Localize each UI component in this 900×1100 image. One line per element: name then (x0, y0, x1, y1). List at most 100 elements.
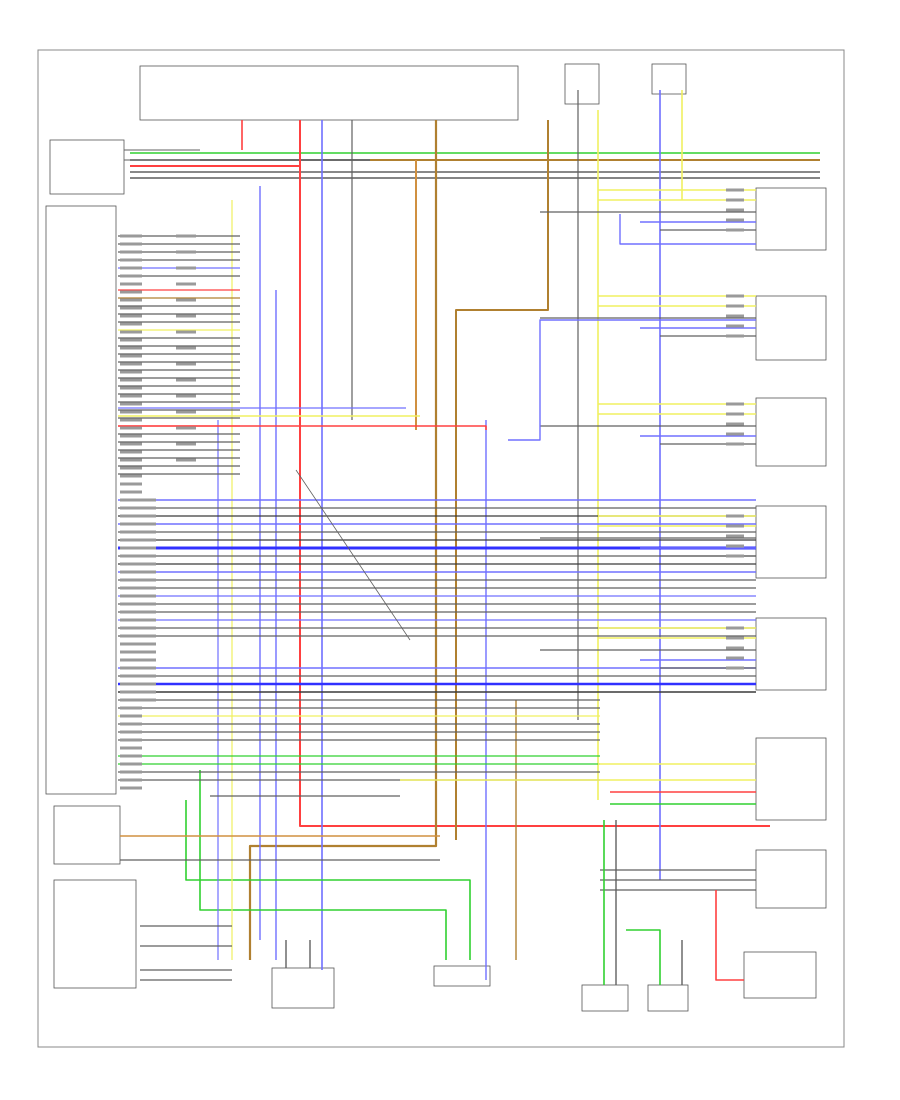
sensor-pin-label (726, 656, 744, 660)
sensor-box-5 (755, 617, 827, 691)
ground-connector-box (49, 139, 125, 195)
module-pin-label (120, 490, 142, 494)
module-pin-label (120, 770, 142, 774)
sensor-pin-label (726, 188, 744, 192)
module-pin-label (120, 258, 142, 262)
wire-color-label (176, 330, 196, 334)
diagonal-lead (295, 469, 411, 641)
module-pin-label (120, 562, 142, 566)
module-pin-label (120, 338, 142, 342)
wire-color-label (138, 546, 156, 550)
wire-color-label (138, 682, 156, 686)
module-pin-label (120, 714, 142, 718)
module-pin-label (120, 730, 142, 734)
module-pin-label (120, 482, 142, 486)
sensor-pin-label (726, 626, 744, 630)
module-pin-label (120, 450, 142, 454)
module-pin-label (120, 234, 142, 238)
wire-color-label (138, 618, 156, 622)
wire-color-label (138, 642, 156, 646)
sensor-pin-label (726, 218, 744, 222)
sensor-pin-label (726, 304, 744, 308)
wire-color-label (138, 650, 156, 654)
module-pin-label (120, 346, 142, 350)
diagram-border (37, 49, 845, 1048)
module-pin-label (120, 754, 142, 758)
module-pin-label (120, 778, 142, 782)
module-pin-label (120, 266, 142, 270)
wire-color-label (176, 458, 196, 462)
module-pin-label (120, 466, 142, 470)
wire-color-label (138, 514, 156, 518)
wire-color-label (138, 586, 156, 590)
wire-color-label (176, 442, 196, 446)
wire-color-label (138, 690, 156, 694)
module-pin-label (120, 578, 142, 582)
module-pin-label (120, 706, 142, 710)
wire-color-label (138, 554, 156, 558)
module-pin-label (120, 650, 142, 654)
module-pin-label (120, 642, 142, 646)
wire-color-label (138, 626, 156, 630)
sensor-pin-label (726, 334, 744, 338)
module-pin-label (120, 242, 142, 246)
sensor-2-blue-return (508, 319, 756, 441)
module-pin-label (120, 290, 142, 294)
module-pin-label (120, 666, 142, 670)
wire-color-label (176, 426, 196, 430)
wire-color-label (176, 298, 196, 302)
wire-color-label (176, 314, 196, 318)
module-pin-label (120, 626, 142, 630)
control-module-box (45, 205, 117, 795)
wire-color-label (176, 282, 196, 286)
sensor-pin-label (726, 314, 744, 318)
module-pin-label (120, 602, 142, 606)
sensor-pin-label (726, 402, 744, 406)
module-pin-label (120, 418, 142, 422)
switch-box-left-2 (53, 879, 137, 989)
fuse-block-box (139, 65, 519, 121)
module-pin-label (120, 674, 142, 678)
sensor-pin-label (726, 442, 744, 446)
connector-4-green (626, 929, 661, 985)
wire-color-label (176, 266, 196, 270)
sensor-pin-label (726, 422, 744, 426)
module-pin-label (120, 330, 142, 334)
sensor-box-2 (755, 295, 827, 361)
module-pin-label (120, 634, 142, 638)
module-pin-label (120, 610, 142, 614)
module-pin-label (120, 298, 142, 302)
module-pin-label (120, 402, 142, 406)
module-pin-label (120, 618, 142, 622)
wire-color-label (138, 610, 156, 614)
wire-color-label (176, 234, 196, 238)
wire-color-label (176, 346, 196, 350)
module-pin-label (120, 738, 142, 742)
module-pin-label (120, 722, 142, 726)
sensor-pin-label (726, 554, 744, 558)
sensor-pin-label (726, 544, 744, 548)
relay-box-a (564, 63, 600, 105)
wire-color-label (138, 666, 156, 670)
wire-color-label (176, 394, 196, 398)
wire-color-label (138, 562, 156, 566)
module-pin-label (120, 746, 142, 750)
sensor-box-1 (755, 187, 827, 251)
sensor-pin-label (726, 294, 744, 298)
module-pin-label (120, 426, 142, 430)
connector-box-3 (581, 984, 629, 1012)
sensor-pin-label (726, 432, 744, 436)
module-pin-label (120, 690, 142, 694)
sensor-pin-label (726, 198, 744, 202)
module-pin-label (120, 570, 142, 574)
wire-color-label (138, 658, 156, 662)
module-pin-label (120, 250, 142, 254)
module-pin-label (120, 698, 142, 702)
sensor-pin-label (726, 636, 744, 640)
tan-trunk-2 (455, 120, 549, 840)
switch-box-right-1 (755, 737, 827, 821)
module-pin-label (120, 682, 142, 686)
module-pin-label (120, 546, 142, 550)
wire-color-label (138, 674, 156, 678)
